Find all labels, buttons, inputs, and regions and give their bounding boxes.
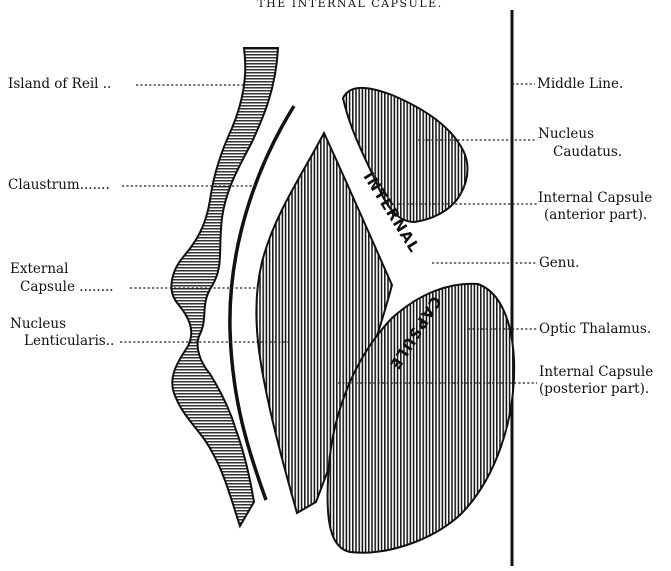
- label-internal-capsule-posterior-1: Internal Capsule: [539, 364, 653, 380]
- label-internal-capsule-posterior-2: (posterior part).: [539, 381, 649, 397]
- label-internal-capsule-anterior-1: Internal Capsule: [538, 190, 652, 206]
- label-middle-line: Middle Line.: [537, 76, 623, 92]
- label-internal-capsule-anterior-2: (anterior part).: [544, 207, 647, 223]
- label-nucleus-lenticularis-1: Nucleus: [10, 316, 66, 332]
- label-nucleus-lenticularis-2: Lenticularis..: [24, 333, 114, 349]
- label-genu: Genu.: [539, 255, 579, 271]
- label-external-capsule-1: External: [10, 261, 68, 277]
- label-island-of-reil: Island of Reil ..: [8, 76, 111, 92]
- nucleus-caudatus-shape: [343, 88, 468, 222]
- label-claustrum: Claustrum.......: [8, 177, 110, 193]
- label-external-capsule-2: Capsule ........: [20, 279, 114, 295]
- label-nucleus-caudatus-2: Caudatus.: [553, 144, 622, 160]
- label-optic-thalamus: Optic Thalamus.: [539, 321, 651, 337]
- label-nucleus-caudatus-1: Nucleus: [538, 126, 594, 142]
- diagram-title: THE INTERNAL CAPSULE.: [257, 0, 442, 10]
